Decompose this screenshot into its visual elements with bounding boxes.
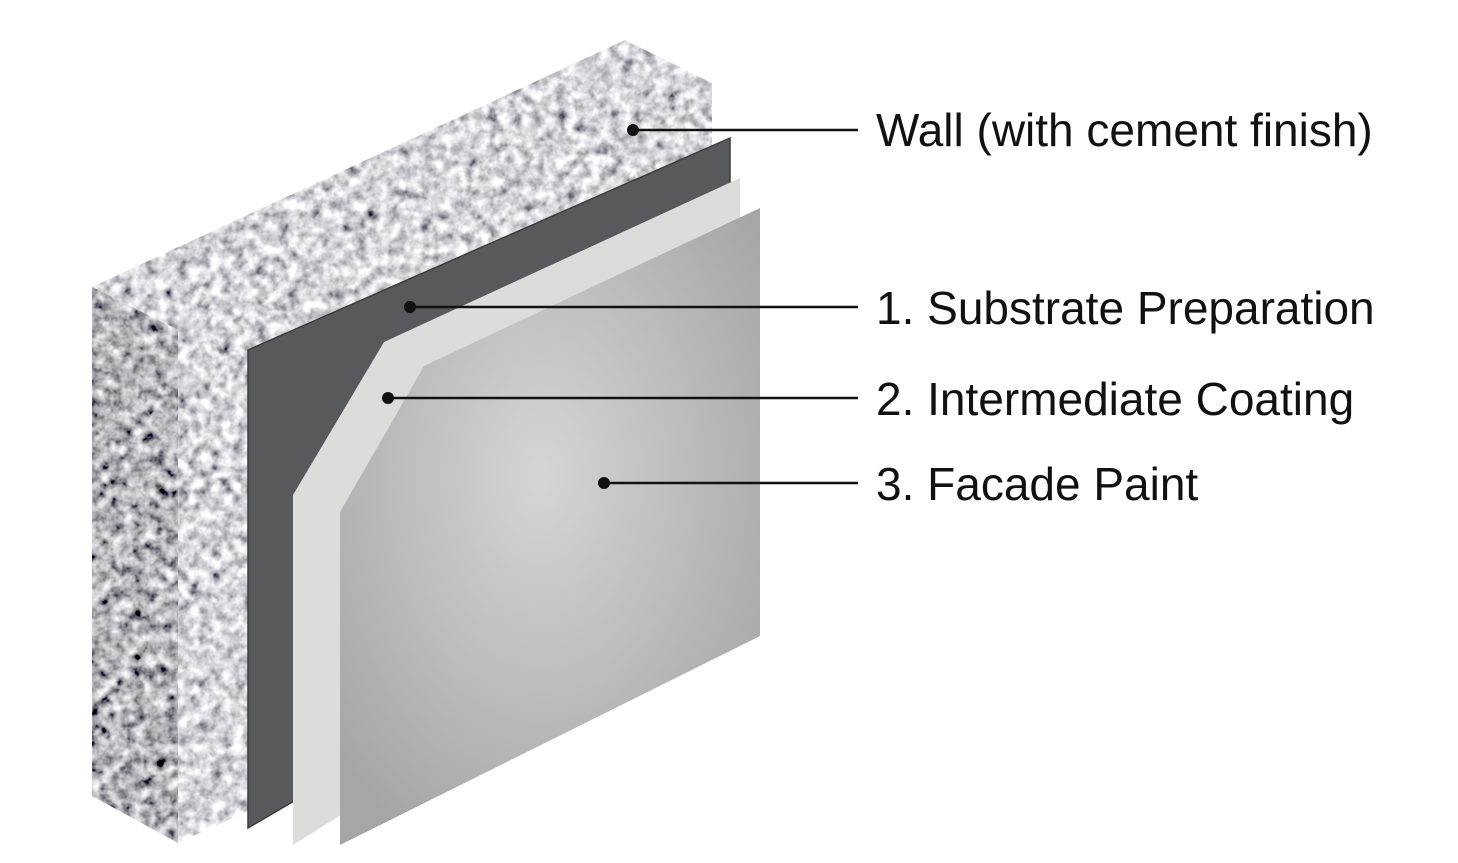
label-substrate: 1. Substrate Preparation [876, 282, 1375, 334]
label-facade: 3. Facade Paint [876, 458, 1198, 510]
label-wall: Wall (with cement finish) [876, 104, 1373, 156]
label-intermediate: 2. Intermediate Coating [876, 373, 1354, 425]
wall-top-face [92, 40, 712, 330]
callout-substrate: 1. Substrate Preparation [404, 282, 1375, 334]
leader-dot-intermediate [382, 392, 394, 404]
leader-dot-substrate [404, 301, 416, 313]
leader-dot-facade [598, 477, 610, 489]
facade-paint-layer [340, 208, 760, 845]
wall-side-face [92, 287, 178, 843]
callout-intermediate: 2. Intermediate Coating [382, 373, 1354, 425]
leader-dot-wall [627, 124, 639, 136]
callout-wall: Wall (with cement finish) [627, 104, 1373, 156]
callout-facade: 3. Facade Paint [598, 458, 1198, 510]
